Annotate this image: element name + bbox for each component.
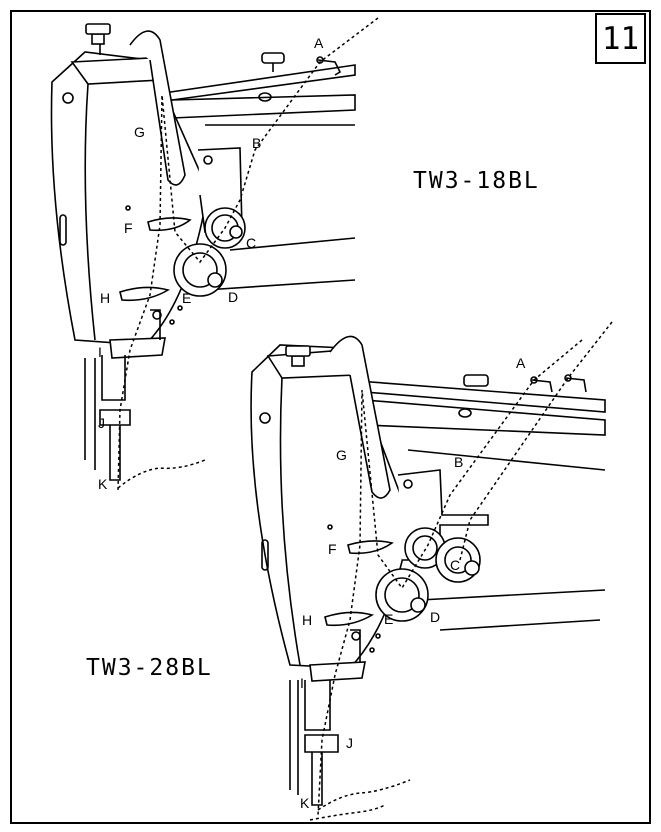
model-label-bottom: TW3-28BL <box>86 655 213 681</box>
point-label-top-j: J <box>98 415 105 431</box>
point-label-top-g: G <box>134 124 145 140</box>
point-labels-bottom: A B C D E F G H I J K <box>300 355 526 811</box>
point-label-top-e: E <box>182 290 191 306</box>
point-label-top-i: I <box>98 344 102 360</box>
point-label-top-b: B <box>252 135 261 151</box>
thread-path-bottom <box>309 321 613 821</box>
point-labels-top: A B C D E F G H I J K <box>98 35 324 492</box>
point-label-top-c: C <box>246 235 256 251</box>
point-label-bottom-i: I <box>300 675 304 691</box>
thread-path-top <box>117 17 379 491</box>
point-label-top-f: F <box>124 220 133 236</box>
point-label-bottom-b: B <box>454 454 463 470</box>
point-label-bottom-h: H <box>302 612 312 628</box>
point-label-bottom-k: K <box>300 795 310 811</box>
point-label-bottom-g: G <box>336 447 347 463</box>
page-border <box>10 10 651 824</box>
point-label-bottom-d: D <box>430 609 440 625</box>
point-label-top-h: H <box>100 290 110 306</box>
point-label-bottom-e: E <box>384 611 393 627</box>
machine-illustration-bottom <box>250 335 606 806</box>
point-label-top-d: D <box>228 289 238 305</box>
point-label-bottom-j: J <box>346 735 353 751</box>
page-number: 11 <box>601 20 640 57</box>
point-label-bottom-c: C <box>450 557 460 573</box>
point-label-bottom-a: A <box>516 355 526 371</box>
model-label-top: TW3-18BL <box>413 168 540 194</box>
point-label-top-a: A <box>314 35 324 51</box>
point-label-top-k: K <box>98 476 108 492</box>
machine-illustration-top <box>50 23 356 481</box>
point-label-bottom-f: F <box>328 541 337 557</box>
page-number-box: 11 <box>595 13 646 64</box>
